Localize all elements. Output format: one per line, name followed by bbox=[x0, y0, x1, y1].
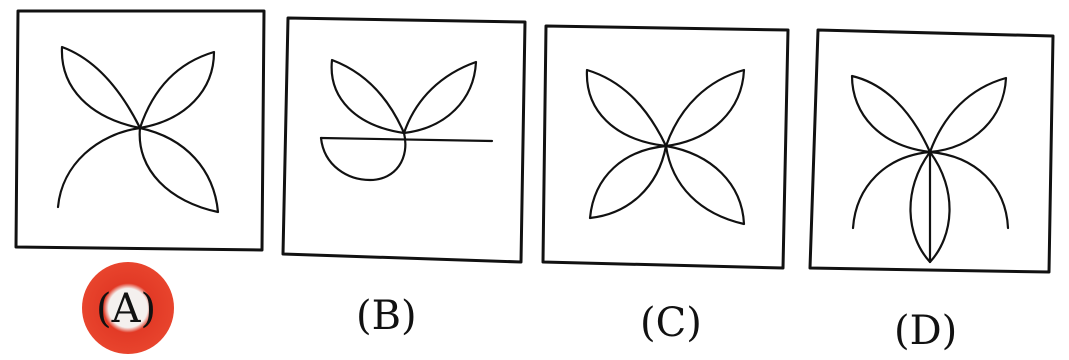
option-a-figure[interactable] bbox=[16, 11, 264, 250]
option-d-left-arc bbox=[853, 152, 930, 228]
option-c-upper-right-petal bbox=[666, 70, 744, 146]
option-b-horizontal-line bbox=[321, 138, 492, 141]
option-d-upper-right-petal bbox=[930, 78, 1006, 152]
option-b-figure[interactable] bbox=[283, 18, 525, 262]
option-a-lower-right-petal bbox=[140, 128, 218, 212]
option-b-right-petal bbox=[404, 62, 476, 133]
option-d-label[interactable]: (D) bbox=[894, 311, 957, 351]
option-c-figure[interactable] bbox=[543, 26, 788, 268]
option-c-upper-left-petal bbox=[587, 70, 666, 146]
option-d-upper-left-petal bbox=[852, 76, 930, 152]
option-b-left-petal bbox=[332, 60, 404, 133]
option-c-lower-left-petal bbox=[590, 146, 666, 218]
option-d-figure[interactable] bbox=[810, 30, 1053, 272]
option-c-lower-right-petal bbox=[666, 146, 744, 224]
option-c-label[interactable]: (C) bbox=[640, 303, 702, 343]
option-a-label[interactable]: (A) bbox=[96, 289, 156, 329]
option-b-label[interactable]: (B) bbox=[356, 296, 417, 336]
option-a-lower-left-arc bbox=[58, 128, 140, 207]
option-a-upper-right-petal bbox=[140, 52, 214, 128]
option-d-right-arc bbox=[930, 152, 1008, 228]
option-a-upper-left-petal bbox=[62, 47, 140, 128]
